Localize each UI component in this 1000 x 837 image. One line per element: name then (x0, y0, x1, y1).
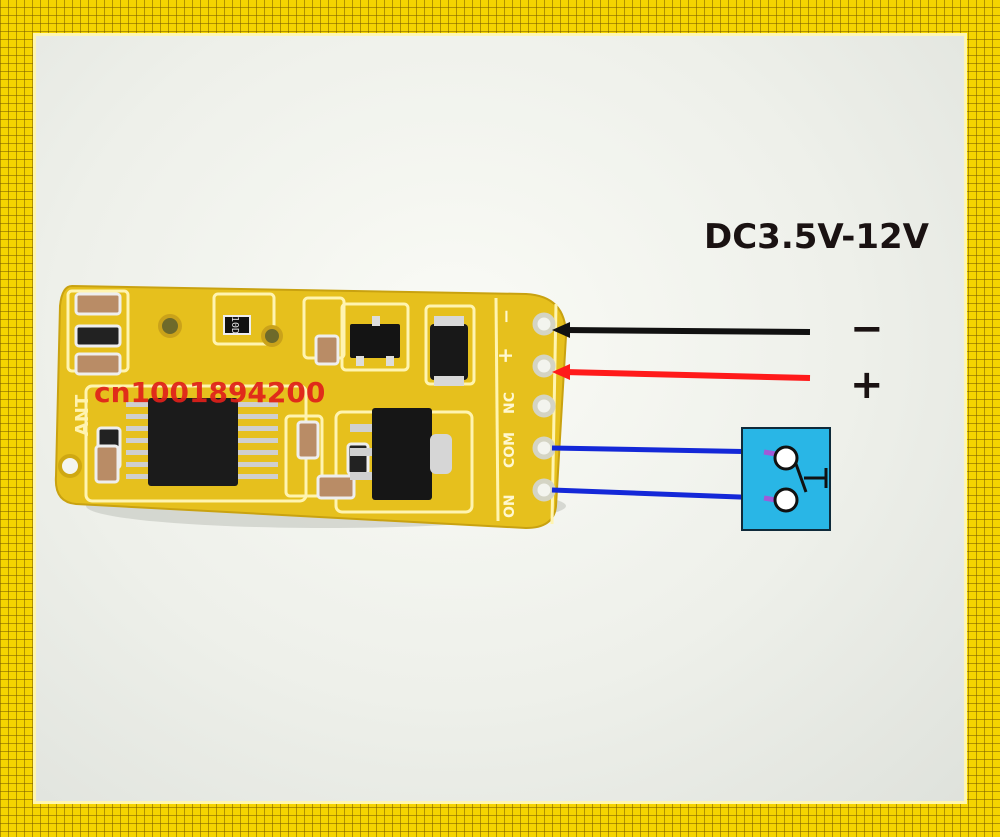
plus-label: + (850, 362, 884, 408)
com-wire (551, 445, 769, 455)
terminal-nc-label: NC (502, 392, 518, 414)
module-illustration: 10D (54, 217, 930, 531)
on-wire (551, 487, 769, 501)
smd-resistor (223, 315, 251, 335)
diode (430, 324, 468, 380)
terminal-com-label: COM (502, 432, 518, 468)
via-hole (158, 314, 182, 338)
voltage-label: DC3.5V-12V (704, 217, 930, 257)
watermark: cn1001894200 (94, 376, 325, 409)
decoder-chip (126, 398, 278, 486)
transistor (350, 324, 400, 358)
terminal-plus-label: + (493, 347, 517, 364)
terminal-on-label: ON (502, 494, 518, 518)
terminal-pads (532, 312, 556, 502)
product-photo: 10D (36, 36, 964, 801)
negative-arrow (552, 322, 570, 338)
mounting-hole (58, 454, 82, 478)
negative-wire (563, 327, 811, 335)
minus-label: − (850, 306, 884, 352)
via-hole (261, 325, 283, 347)
positive-arrow (552, 364, 570, 380)
voltage-regulator (350, 408, 452, 500)
positive-wire (563, 369, 811, 381)
switch-symbol (741, 427, 831, 531)
smd-capacitors (74, 292, 370, 500)
antenna-label: ANT (72, 394, 93, 436)
terminal-minus-label: − (496, 309, 517, 324)
resistor-marking: 10D (229, 316, 240, 334)
